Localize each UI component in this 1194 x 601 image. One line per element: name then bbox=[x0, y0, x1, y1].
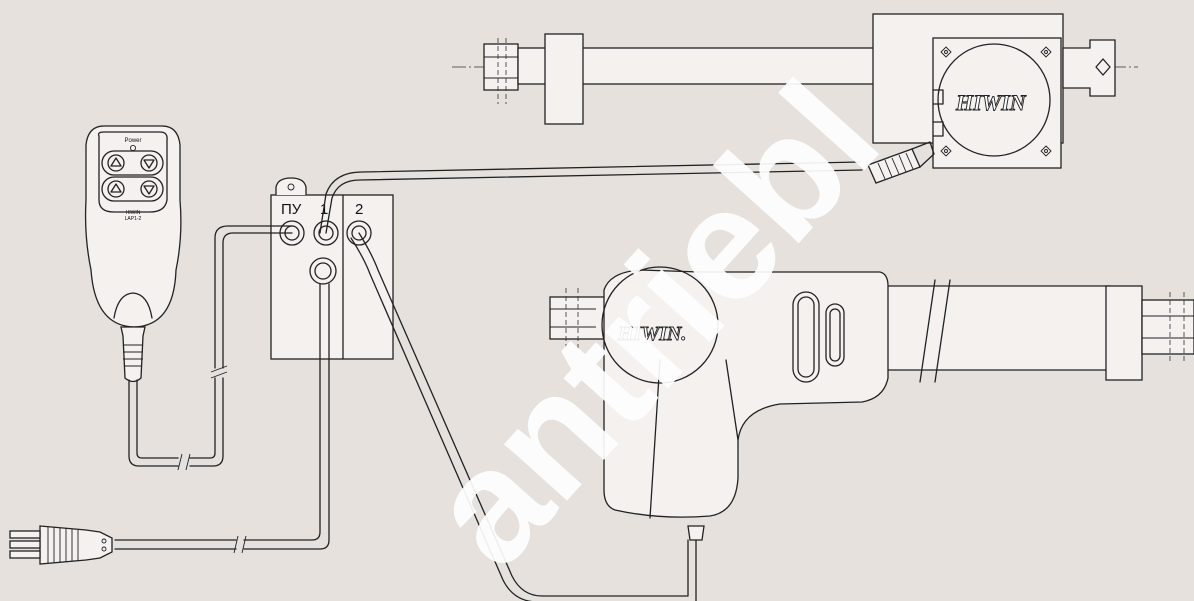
actuator-top-collar bbox=[544, 33, 584, 125]
actuator-top-cable-connector bbox=[867, 141, 935, 184]
cables bbox=[114, 161, 863, 601]
actuator-bottom-logo: HIWIN. bbox=[617, 323, 686, 345]
cable-actuator-2 bbox=[358, 232, 689, 597]
cable-actuator-1 bbox=[325, 169, 863, 234]
remote-strain-relief bbox=[120, 326, 146, 383]
hand-remote[interactable]: Power HIWIN LAP1-2 bbox=[84, 125, 182, 383]
port-label-2: 2 bbox=[355, 201, 363, 218]
port-power[interactable] bbox=[309, 257, 337, 285]
actuator-top-logo: HIWIN bbox=[955, 90, 1027, 115]
actuator-bottom: HIWIN. bbox=[549, 266, 1194, 541]
actuator-bottom-rear-clevis bbox=[549, 288, 607, 348]
remote-buttons[interactable] bbox=[101, 150, 164, 202]
button-down-2[interactable] bbox=[140, 180, 158, 198]
plug-prong-middle bbox=[9, 540, 41, 549]
actuator-bottom-motor-cap bbox=[601, 266, 719, 384]
control-box: ПУ 1 2 bbox=[270, 177, 394, 360]
actuator-bottom-cable-outlet bbox=[687, 525, 705, 541]
cable-mains bbox=[114, 283, 321, 541]
actuator-bottom-collar bbox=[1105, 285, 1143, 381]
mains-plug bbox=[9, 525, 113, 565]
remote-model: LAP1-2 bbox=[125, 216, 142, 222]
actuator-top: HIWIN bbox=[452, 13, 1138, 184]
actuator-top-motor: HIWIN bbox=[932, 37, 1062, 169]
actuator-top-rear-clevis bbox=[483, 38, 519, 104]
button-up-1[interactable] bbox=[107, 154, 125, 172]
actuator-bottom-rod-end bbox=[1141, 292, 1194, 362]
button-up-2[interactable] bbox=[107, 180, 125, 198]
button-down-1[interactable] bbox=[140, 154, 158, 172]
port-label-pu: ПУ bbox=[281, 201, 302, 218]
cable-remote bbox=[128, 232, 293, 467]
plug-prong-bottom bbox=[9, 550, 41, 559]
plug-prong-top bbox=[9, 530, 41, 539]
power-label: Power bbox=[124, 138, 141, 144]
actuator-bottom-housing bbox=[603, 269, 889, 518]
remote-brand: HIWIN bbox=[126, 210, 141, 216]
